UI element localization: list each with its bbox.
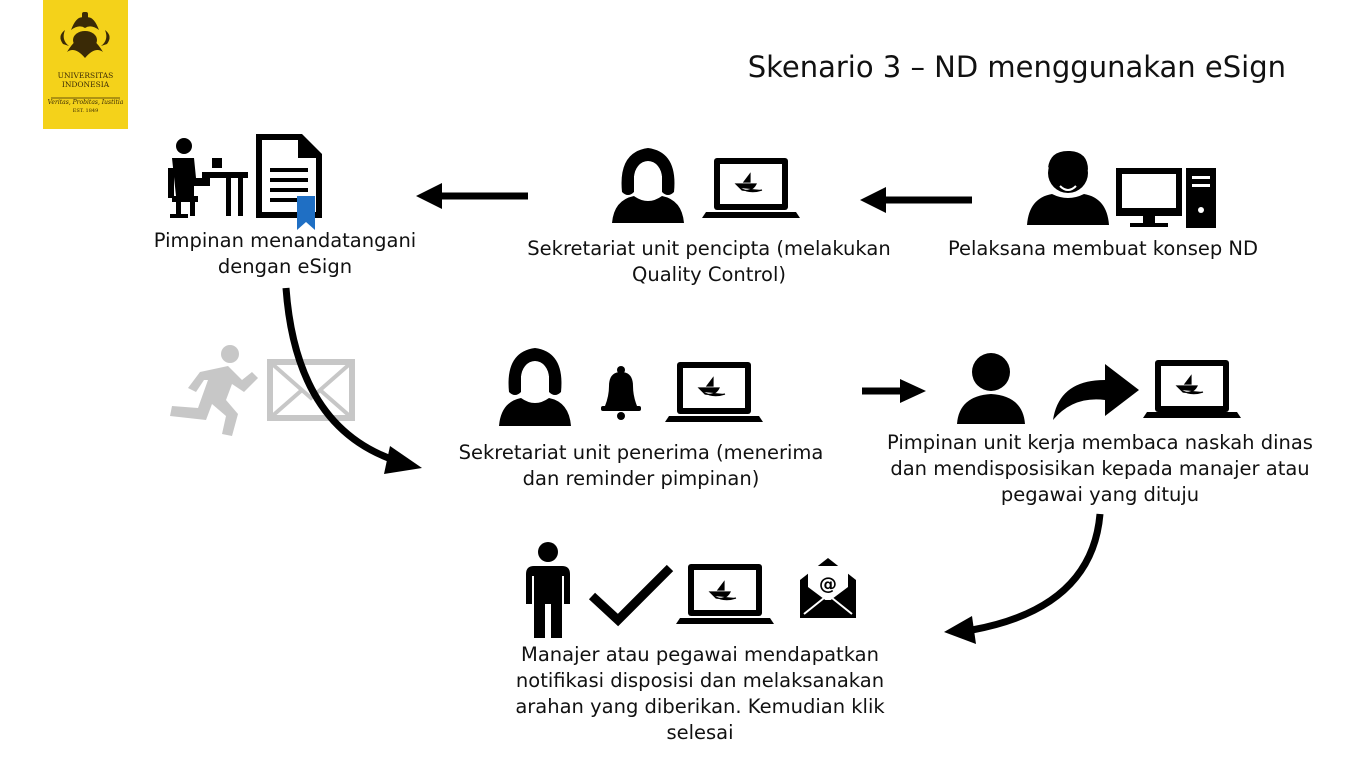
standing-person-icon	[526, 542, 570, 638]
running-person-icon	[170, 345, 258, 436]
arrow-right-icon	[862, 379, 926, 403]
logo-line1: UNIVERSITAS	[57, 71, 114, 80]
pimpinan-unit-icons	[957, 353, 1241, 424]
person-icon	[1027, 150, 1109, 225]
arrow-left-icon	[860, 187, 972, 213]
laptop-icon	[665, 362, 763, 422]
university-logo: UNIVERSITAS INDONESIA Veritas, Probitas,…	[43, 0, 128, 129]
pimpinan-icons	[168, 134, 322, 230]
caption-pelaksana: Pelaksana membuat konsep ND	[947, 237, 1259, 260]
email-notification-icon: @	[800, 558, 856, 618]
person-icon	[957, 353, 1025, 424]
arrow-left-icon	[416, 183, 528, 209]
bookmark-ribbon-icon	[297, 196, 315, 230]
woman-icon	[499, 348, 571, 426]
caption-sekretariat-pencipta: Sekretariat unit pencipta (melakukan Qua…	[527, 237, 891, 286]
manajer-icons: @	[526, 542, 856, 638]
logo-est: EST. 1849	[72, 108, 99, 114]
caption-sekretariat-penerima: Sekretariat unit penerima (menerima dan …	[458, 441, 824, 490]
laptop-icon	[676, 564, 774, 624]
logo-line2: INDONESIA	[61, 80, 110, 89]
sekretariat-penerima-icons	[499, 348, 763, 426]
svg-text:@: @	[819, 574, 837, 595]
pelaksana-icons	[1027, 150, 1216, 228]
laptop-icon	[1143, 360, 1241, 418]
sekretariat-pencipta-icons	[612, 148, 800, 223]
logo-emblem-icon	[51, 12, 120, 99]
laptop-icon	[702, 158, 800, 218]
desk-worker-icon	[168, 138, 248, 218]
curved-arrow-icon	[944, 513, 1104, 644]
desktop-computer-icon	[1116, 168, 1216, 228]
logo-motto: Veritas, Probitas, Iustitia	[47, 99, 124, 106]
slide-title: Skenario 3 – ND menggunakan eSign	[747, 50, 1286, 84]
courier-icons	[170, 345, 355, 436]
caption-pimpinan: Pimpinan menandatangani dengan eSign	[153, 229, 417, 278]
forward-arrow-icon	[1053, 364, 1139, 420]
bell-icon	[601, 366, 641, 420]
envelope-icon	[267, 359, 355, 421]
checkmark-icon	[588, 564, 674, 627]
caption-pimpinan-unit: Pimpinan unit kerja membaca naskah dinas…	[887, 431, 1313, 506]
caption-manajer: Manajer atau pegawai mendapatkan notifik…	[515, 643, 885, 744]
woman-icon	[612, 148, 684, 223]
curved-arrow-icon	[282, 287, 422, 474]
